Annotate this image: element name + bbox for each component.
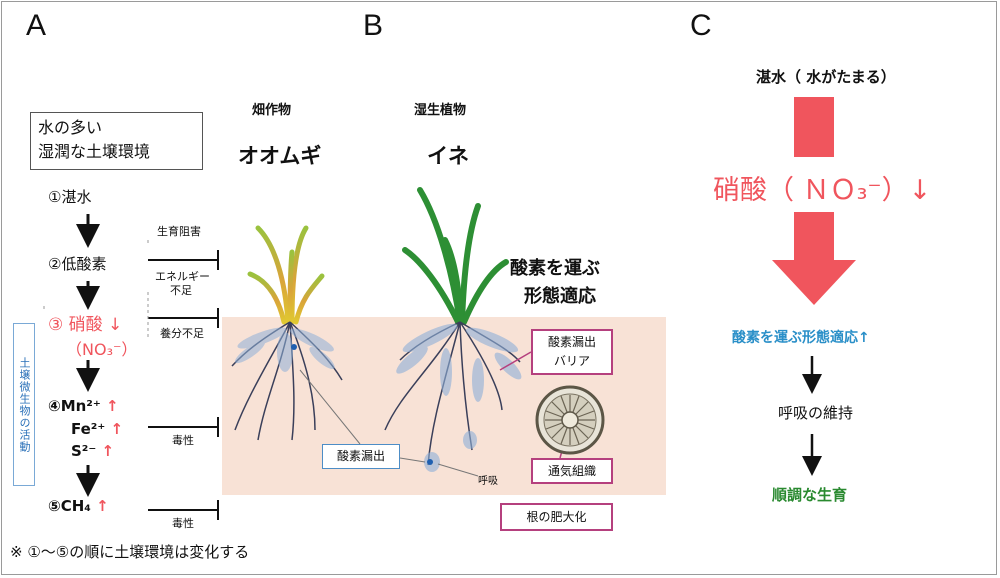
oxygen-barrier-line-1: 酸素漏出: [547, 335, 596, 349]
upland-crop-category: 畑作物: [252, 103, 292, 118]
aerenchyma-box: 通気組織: [531, 458, 613, 484]
panel-a-inhibition-bars: [148, 250, 219, 520]
callout-lines-dark: [299, 369, 479, 477]
step-4-manganese: ④Mn²⁺ ↑: [48, 397, 119, 415]
manganese-label: ④Mn²⁺: [48, 397, 101, 415]
rice-root-halo: [396, 323, 522, 472]
rice-plant: [402, 187, 509, 325]
step-3-nitrate-formula: （NO₃⁻）: [66, 340, 138, 359]
sulfide-up-arrow: ↑: [101, 442, 115, 460]
oxygen-barrier-line-2: バリア: [553, 354, 590, 368]
wetland-plant-category: 湿生植物: [414, 103, 467, 118]
iron-label: Fe²⁺: [71, 420, 106, 438]
smooth-growth-label: 順調な生育: [772, 486, 848, 504]
panel-c-letter: C: [690, 9, 712, 42]
energy-shortage-label-2: 不足: [170, 284, 192, 297]
dashed-bracket: [43, 240, 149, 340]
root-thickening-label: 根の肥大化: [526, 510, 587, 524]
barley-plant: [247, 225, 325, 325]
nutrient-shortage-label: 養分不足: [160, 327, 204, 340]
root-cross-section: [535, 385, 605, 455]
growth-inhibition-label: 生育阻害: [157, 225, 201, 238]
environment-box: 水の多い 湿潤な土壌環境: [30, 112, 203, 170]
respiration-label-b: 呼吸: [478, 476, 498, 487]
step-2-low-oxygen: ②低酸素: [48, 255, 107, 273]
barley-name: オオムギ: [238, 144, 322, 168]
step-4-sulfide: S²⁻ ↑: [71, 442, 114, 460]
barley-oxygen-dot: [291, 344, 297, 350]
manganese-up-arrow: ↑: [106, 397, 119, 415]
soil-microbe-activity-label: 土壌微生物の活動: [18, 356, 31, 453]
environment-line-1: 水の多い: [38, 118, 103, 137]
oxygen-leak-label: 酸素漏出: [336, 449, 385, 463]
soil-microbe-activity-box: 土壌微生物の活動: [13, 323, 35, 486]
step-1-flooding: ①湛水: [48, 188, 92, 206]
adaptation-increase-label: 酸素を運ぶ形態適応↑: [732, 330, 870, 346]
root-thickening-box: 根の肥大化: [500, 503, 613, 531]
oxygen-leak-box: 酸素漏出: [322, 444, 400, 469]
methane-up-arrow: ↑: [96, 497, 109, 515]
footnote: ※ ①〜⑤の順に土壌環境は変化する: [10, 543, 250, 561]
flooding-label: 湛水（ 水がたまる）: [756, 68, 896, 86]
rice-name: イネ: [427, 144, 469, 168]
rice-oxygen-dot: [427, 459, 433, 465]
panel-c-block-arrows: [772, 97, 856, 305]
step-4-iron: Fe²⁺ ↑: [71, 420, 123, 438]
panel-a-letter: A: [26, 9, 47, 42]
environment-line-2: 湿潤な土壌環境: [38, 142, 151, 161]
sulfide-label: S²⁻: [71, 442, 97, 460]
oxygen-barrier-box: 酸素漏出 バリア: [531, 329, 613, 375]
nitrate-decrease-label: 硝酸（ ＮＯ₃⁻）↓: [713, 175, 932, 206]
respiration-maintained-label: 呼吸の維持: [778, 404, 854, 422]
step-5-methane: ⑤CH₄ ↑: [48, 497, 109, 515]
toxicity-label-2: 毒性: [172, 517, 194, 530]
methane-label: ⑤CH₄: [48, 497, 91, 515]
adaptation-title-2: 形態適応: [524, 286, 596, 307]
step-3-nitrate: ③ 硝酸 ↓: [48, 315, 123, 335]
toxicity-label-1: 毒性: [172, 434, 194, 447]
panel-b-letter: B: [363, 9, 384, 42]
iron-up-arrow: ↑: [110, 420, 124, 438]
barley-root-halo: [234, 327, 335, 372]
aerenchyma-label: 通気組織: [547, 464, 596, 478]
energy-shortage-label-1: エネルギー: [155, 270, 210, 283]
adaptation-title-1: 酸素を運ぶ: [510, 258, 600, 279]
